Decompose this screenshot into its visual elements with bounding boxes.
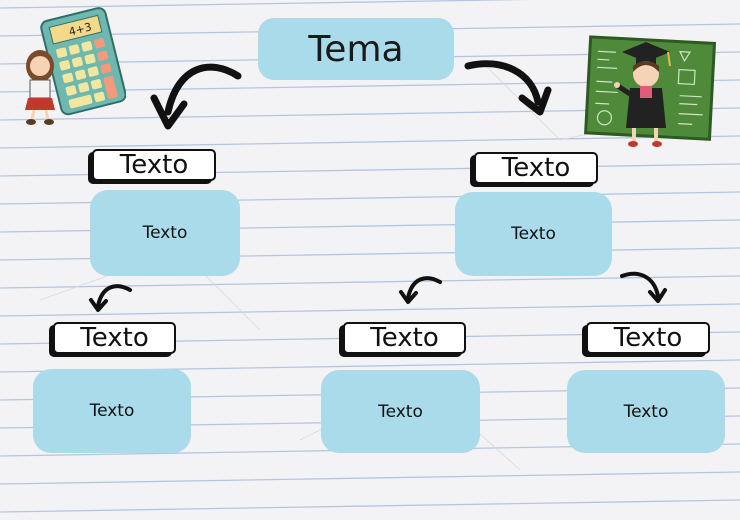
curved-arrow-icon — [399, 276, 442, 304]
curved-arrow-icon — [464, 60, 552, 116]
branch-label-text: Texto — [119, 150, 189, 180]
leaf-box-3: Texto — [567, 370, 725, 453]
branch-body-text: Texto — [511, 224, 556, 244]
leaf-label-text: Texto — [613, 323, 683, 353]
branch-label-left: Texto — [92, 149, 216, 181]
branch-box-right: Texto — [455, 192, 612, 276]
leaf-body-text: Texto — [378, 401, 423, 422]
calculator-icon: 4+3 — [25, 7, 126, 125]
curved-arrow-icon — [620, 271, 667, 303]
leaf-label-3: Texto — [586, 322, 710, 354]
girl-student-icon — [25, 50, 55, 125]
branch-label-text: Texto — [501, 153, 571, 183]
leaf-label-text: Texto — [370, 323, 439, 353]
topic-box: Tema — [258, 18, 454, 80]
leaf-label-text: Texto — [80, 323, 149, 353]
branch-body-text: Texto — [142, 223, 188, 243]
leaf-box-2: Texto — [321, 370, 480, 453]
branch-label-right: Texto — [474, 152, 598, 184]
leaf-body-text: Texto — [623, 401, 669, 422]
topic-title: Tema — [308, 28, 404, 70]
leaf-label-2: Texto — [343, 322, 466, 354]
graduate-icon — [614, 42, 671, 147]
leaf-body-text: Texto — [89, 401, 135, 421]
curved-arrow-icon — [89, 284, 132, 312]
curved-arrow-icon — [150, 63, 242, 130]
calculator-display: 4+3 — [67, 20, 93, 38]
branch-box-left: Texto — [90, 190, 240, 276]
chalkboard-icon — [584, 35, 717, 147]
leaf-label-1: Texto — [53, 322, 176, 354]
leaf-box-1: Texto — [33, 369, 191, 453]
